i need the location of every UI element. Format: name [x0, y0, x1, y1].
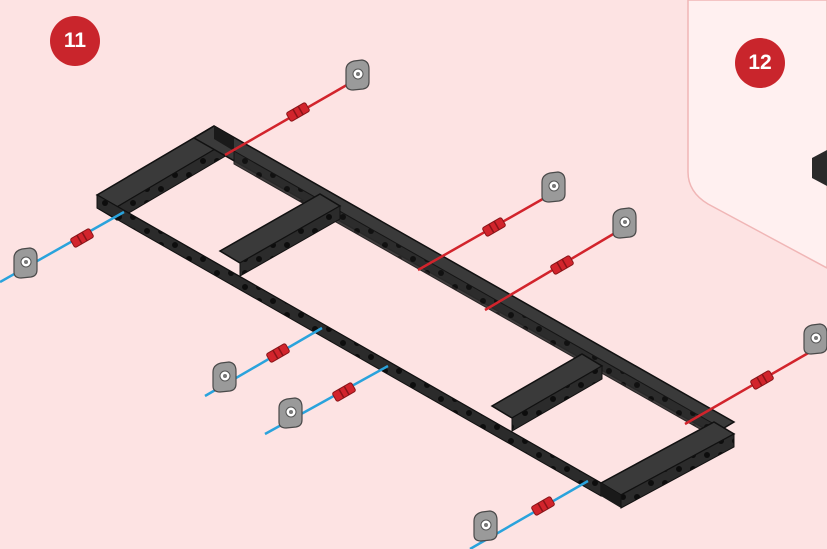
next-step-number-badge: 12 [735, 38, 785, 88]
red-pin [266, 343, 290, 363]
frame-end-beam-right [601, 422, 734, 495]
connector-icon [14, 248, 37, 278]
axle-assembly-left [0, 212, 124, 282]
frame [97, 126, 734, 508]
red-pin [750, 370, 774, 390]
step-number: 11 [64, 29, 86, 53]
connector-icon [542, 172, 565, 202]
axle-assembly-lower-2 [265, 366, 388, 434]
connector-icon [213, 362, 236, 392]
red-pin [482, 217, 506, 237]
connector-icon [346, 60, 369, 90]
pin-assembly-top [225, 60, 369, 155]
axle-assembly-lower-1 [205, 328, 322, 396]
connector-icon [613, 208, 636, 238]
connector-icon [804, 324, 827, 354]
frame-long-beam-back [194, 126, 734, 434]
connector-icon [279, 398, 302, 428]
next-step-number: 12 [748, 51, 771, 75]
red-pin [286, 102, 310, 122]
connector-icon [474, 511, 497, 541]
red-pin [550, 255, 574, 275]
step-number-badge: 11 [50, 16, 100, 66]
red-pin [531, 496, 555, 516]
red-pin [70, 228, 94, 248]
red-pin [332, 382, 356, 402]
axle-assembly-bottom [470, 481, 588, 549]
